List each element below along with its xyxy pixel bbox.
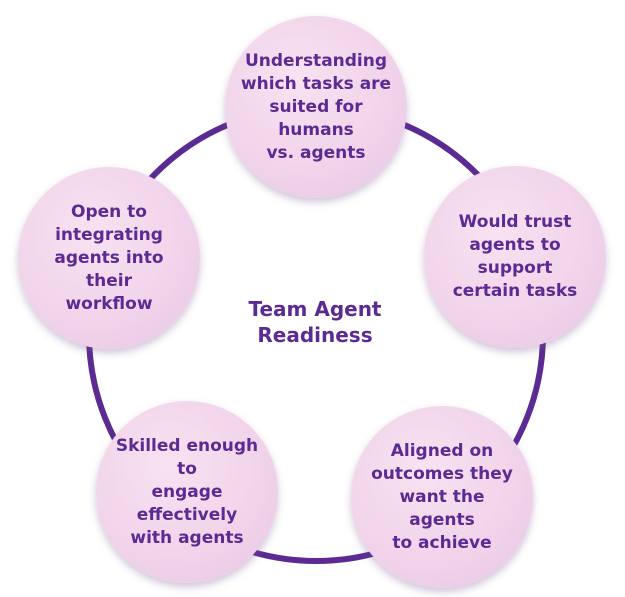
node-aligned-on-outcomes-line-3: want the agents [399,486,485,530]
node-skilled-enough-line-3: with agents [130,527,244,548]
node-skilled-enough-text: Skilled enough to engage effectively wit… [110,435,264,550]
node-understanding-tasks-text: Understanding which tasks are suited for… [239,50,393,165]
node-open-to-integrating: Open to integrating agents into their wo… [18,167,200,349]
node-open-to-integrating-text: Open to integrating agents into their wo… [32,201,186,316]
node-aligned-on-outcomes: Aligned on outcomes they want the agents… [351,406,533,588]
node-open-to-integrating-line-2: integrating [55,224,163,245]
node-aligned-on-outcomes-text: Aligned on outcomes they want the agents… [365,440,519,555]
node-skilled-enough-line-1: Skilled enough to [115,435,259,479]
center-title: Team Agent Readiness [200,296,430,348]
center-title-line-2: Readiness [257,323,373,347]
node-open-to-integrating-line-1: Open to [71,201,147,222]
node-aligned-on-outcomes-line-2: outcomes they [371,463,513,484]
node-open-to-integrating-line-3: agents into their [54,247,164,291]
node-would-trust-agents-line-2: agents to support [469,235,561,278]
node-aligned-on-outcomes-line-1: Aligned on [390,440,494,461]
node-would-trust-agents-line-1: Would trust [458,212,572,232]
node-understanding-tasks-line-2: which tasks are [240,73,392,94]
node-understanding-tasks-line-4: vs. agents [266,142,366,163]
node-aligned-on-outcomes-line-4: to achieve [392,532,492,553]
node-understanding-tasks: Understanding which tasks are suited for… [225,16,407,198]
node-would-trust-agents-line-3: certain tasks [452,281,578,301]
node-skilled-enough-line-2: engage effectively [136,481,238,525]
node-skilled-enough: Skilled enough to engage effectively wit… [96,401,278,583]
node-open-to-integrating-line-4: workflow [65,293,153,314]
center-title-line-1: Team Agent [248,297,382,321]
node-would-trust-agents-text: Would trust agents to support certain ta… [438,211,592,303]
node-understanding-tasks-line-1: Understanding [244,50,388,71]
node-would-trust-agents: Would trust agents to support certain ta… [424,166,606,348]
node-understanding-tasks-line-3: suited for humans [269,96,363,140]
